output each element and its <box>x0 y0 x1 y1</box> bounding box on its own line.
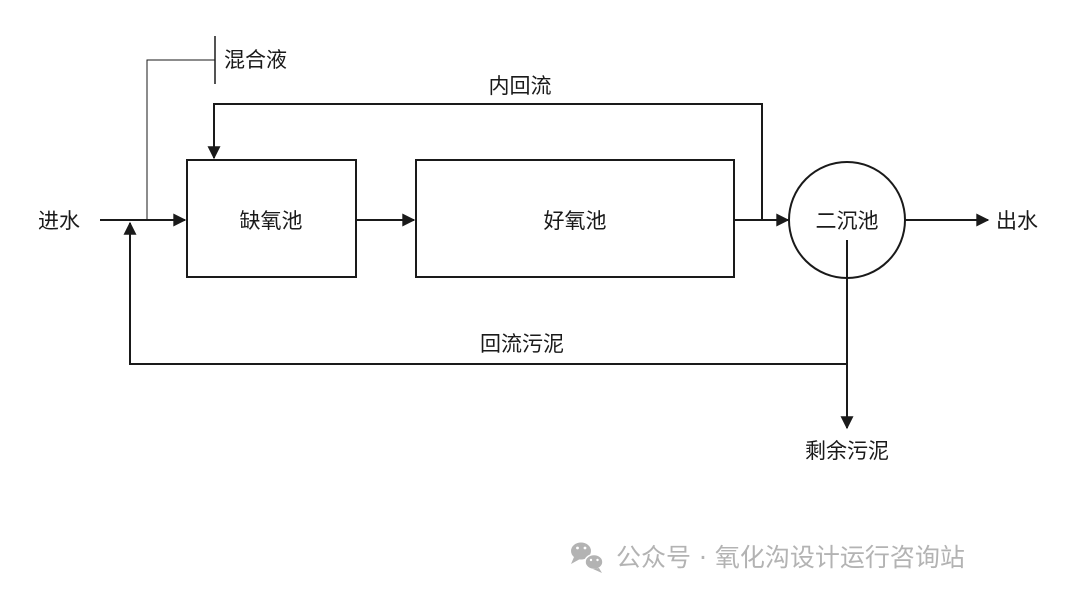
outlet-label: 出水 <box>996 209 1038 233</box>
inlet-label: 进水 <box>38 209 80 233</box>
return-sludge-label: 回流污泥 <box>480 332 564 356</box>
excess-sludge-label: 剩余污泥 <box>805 439 889 463</box>
anoxic-tank-label: 缺氧池 <box>240 209 303 233</box>
anoxic-tank-box <box>186 159 357 278</box>
mixed-liquor-label: 混合液 <box>224 48 287 72</box>
watermark-text: 公众号 · 氧化沟设计运行咨询站 <box>616 543 965 572</box>
return-sludge-line <box>123 221 847 365</box>
aerobic-tank-label: 好氧池 <box>544 209 607 233</box>
clarifier-label: 二沉池 <box>816 209 879 233</box>
internal-recycle-line <box>207 103 763 220</box>
aerobic-tank-box <box>415 159 735 278</box>
mixed-liquor-line <box>146 59 215 220</box>
wechat-icon <box>571 542 604 573</box>
internal-recycle-label: 内回流 <box>489 74 552 98</box>
